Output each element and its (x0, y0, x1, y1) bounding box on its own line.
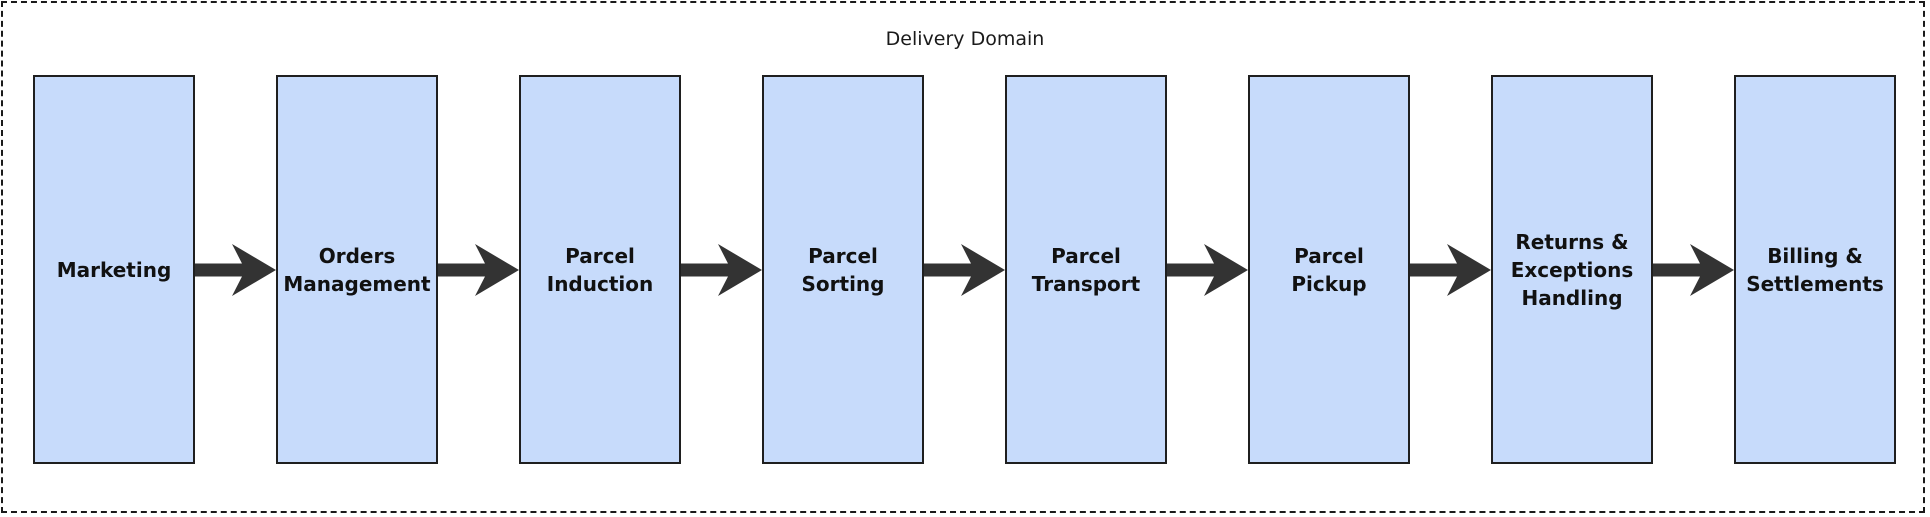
stage-label: Marketing (56, 257, 172, 282)
stage-label: Orders Management (283, 243, 431, 296)
stage-parcel-transport[interactable]: Parcel Transport (1005, 75, 1167, 464)
stage-label: Returns & Exceptions Handling (1510, 229, 1634, 310)
stage-orders-management[interactable]: Orders Management (276, 75, 438, 464)
stage-marketing[interactable]: Marketing (33, 75, 195, 464)
stage-returns-exceptions-handling[interactable]: Returns & Exceptions Handling (1491, 75, 1653, 464)
stage-billing-settlements[interactable]: Billing & Settlements (1734, 75, 1896, 464)
stage-label: Billing & Settlements (1746, 243, 1884, 296)
stage-label: Parcel Pickup (1291, 243, 1367, 296)
domain-title: Delivery Domain (885, 28, 1045, 50)
stage-parcel-induction[interactable]: Parcel Induction (519, 75, 681, 464)
stage-label: Parcel Induction (546, 243, 654, 296)
stage-label: Parcel Transport (1031, 243, 1141, 296)
stage-parcel-sorting[interactable]: Parcel Sorting (762, 75, 924, 464)
stage-parcel-pickup[interactable]: Parcel Pickup (1248, 75, 1410, 464)
stage-label: Parcel Sorting (801, 243, 885, 296)
